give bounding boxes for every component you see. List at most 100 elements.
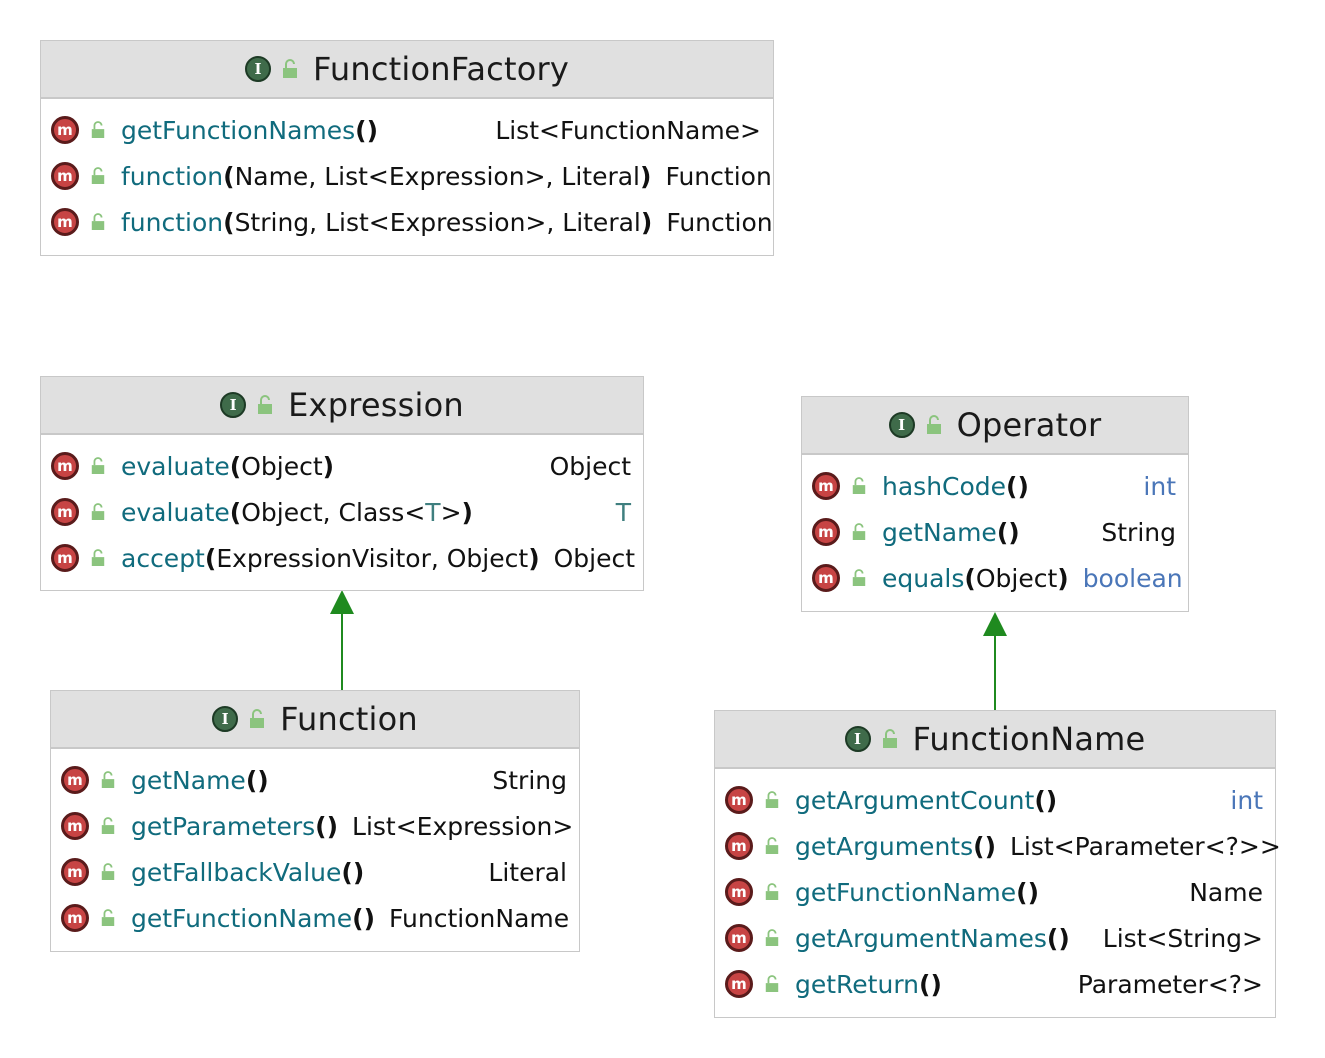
class-header: I Expression	[41, 377, 643, 435]
public-lock-icon	[91, 549, 105, 566]
method-icon: m	[51, 208, 79, 236]
method-row[interactable]: m accept(ExpressionVisitor, Object) Obje…	[41, 535, 643, 581]
method-icon: m	[51, 116, 79, 144]
method-row[interactable]: m getArgumentCount() int	[715, 777, 1275, 823]
return-type: Literal	[488, 857, 567, 887]
method-icon: m	[812, 564, 840, 592]
method-row[interactable]: m getArguments() List<Parameter<?>>	[715, 823, 1281, 869]
class-box-functionname[interactable]: I FunctionName m getArgumentCount() int …	[714, 710, 1281, 1018]
class-header: I Operator	[802, 397, 1188, 455]
public-lock-icon	[91, 503, 105, 520]
class-box-function[interactable]: I Function m getName() String m getParam…	[50, 690, 580, 952]
method-row[interactable]: m getName() String	[51, 757, 579, 803]
method-name: getArgumentNames	[795, 923, 1047, 953]
class-box-expression[interactable]: I Expression m evaluate(Object) Object m…	[40, 376, 644, 591]
method-name: evaluate	[121, 497, 230, 527]
method-name: getArgumentCount	[795, 785, 1035, 815]
method-params: ExpressionVisitor, Object	[216, 543, 529, 573]
public-lock-icon	[91, 121, 105, 138]
member-list: m hashCode() int m getName() String m eq…	[802, 455, 1188, 601]
method-name: getParameters	[131, 811, 316, 841]
return-type: Name	[1189, 877, 1263, 907]
return-type: Parameter<?>	[1077, 969, 1263, 999]
method-row[interactable]: m getFunctionName() Name	[715, 869, 1275, 915]
public-lock-icon	[258, 395, 273, 414]
return-type: int	[1230, 785, 1263, 815]
method-row[interactable]: m getReturn() Parameter<?>	[715, 961, 1275, 1007]
public-lock-icon	[101, 909, 115, 926]
class-header: I FunctionFactory	[41, 41, 773, 99]
method-name: getFallbackValue	[131, 857, 342, 887]
public-lock-icon	[852, 569, 866, 586]
method-row[interactable]: m function(String, List<Expression>, Lit…	[41, 199, 773, 245]
method-icon: m	[725, 924, 753, 952]
method-name: getName	[882, 517, 997, 547]
return-type: int	[1143, 471, 1176, 501]
public-lock-icon	[250, 709, 265, 728]
method-icon: m	[725, 970, 753, 998]
method-row[interactable]: m evaluate(Object) Object	[41, 443, 643, 489]
method-row[interactable]: m function(Name, List<Expression>, Liter…	[41, 153, 773, 199]
method-row[interactable]: m getFunctionNames() List<FunctionName>	[41, 107, 773, 153]
class-header: I Function	[51, 691, 579, 749]
member-list: m getFunctionNames() List<FunctionName> …	[41, 99, 773, 245]
method-icon: m	[51, 452, 79, 480]
interface-icon: I	[888, 412, 915, 438]
return-type: Object	[553, 543, 636, 573]
method-name: getReturn	[795, 969, 920, 999]
method-row[interactable]: m getArgumentNames() List<String>	[715, 915, 1275, 961]
class-box-operator[interactable]: I Operator m hashCode() int m getName() …	[801, 396, 1189, 612]
return-type: Object	[549, 451, 631, 481]
public-lock-icon	[926, 415, 941, 434]
interface-icon: I	[212, 706, 239, 732]
arrowhead-expression	[330, 590, 354, 614]
public-lock-icon	[101, 817, 115, 834]
return-type: List<Parameter<?>>	[1010, 831, 1281, 861]
member-list: m evaluate(Object) Object m evaluate(Obj…	[41, 435, 643, 581]
method-name: getName	[131, 765, 246, 795]
public-lock-icon	[91, 213, 105, 230]
return-type: Function	[665, 161, 772, 191]
method-name: equals	[882, 563, 965, 593]
method-name: hashCode	[882, 471, 1007, 501]
method-params-close: >	[440, 497, 462, 527]
type-parameter: T	[425, 497, 441, 527]
method-row[interactable]: m equals(Object) boolean	[802, 555, 1188, 601]
public-lock-icon	[852, 477, 866, 494]
method-name: accept	[121, 543, 205, 573]
return-type: List<Expression>	[352, 811, 574, 841]
method-row[interactable]: m getName() String	[802, 509, 1188, 555]
return-type: boolean	[1082, 563, 1183, 593]
method-icon: m	[51, 498, 79, 526]
public-lock-icon	[283, 59, 297, 78]
method-row[interactable]: m hashCode() int	[802, 463, 1188, 509]
public-lock-icon	[765, 929, 779, 946]
method-icon: m	[61, 766, 89, 794]
method-name: function	[121, 161, 224, 191]
public-lock-icon	[765, 883, 779, 900]
class-name: Function	[280, 700, 418, 738]
return-type: List<FunctionName>	[495, 115, 761, 145]
method-icon: m	[812, 518, 840, 546]
member-list: m getArgumentCount() int m getArguments(…	[715, 769, 1281, 1007]
method-icon: m	[725, 878, 753, 906]
member-list: m getName() String m getParameters() Lis…	[51, 749, 579, 941]
method-icon: m	[812, 472, 840, 500]
class-name: Expression	[288, 386, 464, 424]
method-params: Name, List<Expression>, Literal	[234, 161, 641, 191]
public-lock-icon	[91, 457, 105, 474]
method-icon: m	[51, 544, 79, 572]
public-lock-icon	[101, 771, 115, 788]
method-row[interactable]: m getFunctionName() FunctionName	[51, 895, 579, 941]
method-row[interactable]: m getFallbackValue() Literal	[51, 849, 579, 895]
public-lock-icon	[101, 863, 115, 880]
method-row[interactable]: m getParameters() List<Expression>	[51, 803, 579, 849]
method-name: getFunctionName	[131, 903, 353, 933]
method-icon: m	[61, 812, 89, 840]
method-params: Object	[975, 563, 1058, 593]
class-box-functionfactory[interactable]: I FunctionFactory m getFunctionNames() L…	[40, 40, 774, 256]
method-name: function	[121, 207, 224, 237]
method-icon: m	[51, 162, 79, 190]
arrowhead-operator	[983, 612, 1007, 636]
method-row[interactable]: m evaluate(Object, Class<T>) T	[41, 489, 643, 535]
